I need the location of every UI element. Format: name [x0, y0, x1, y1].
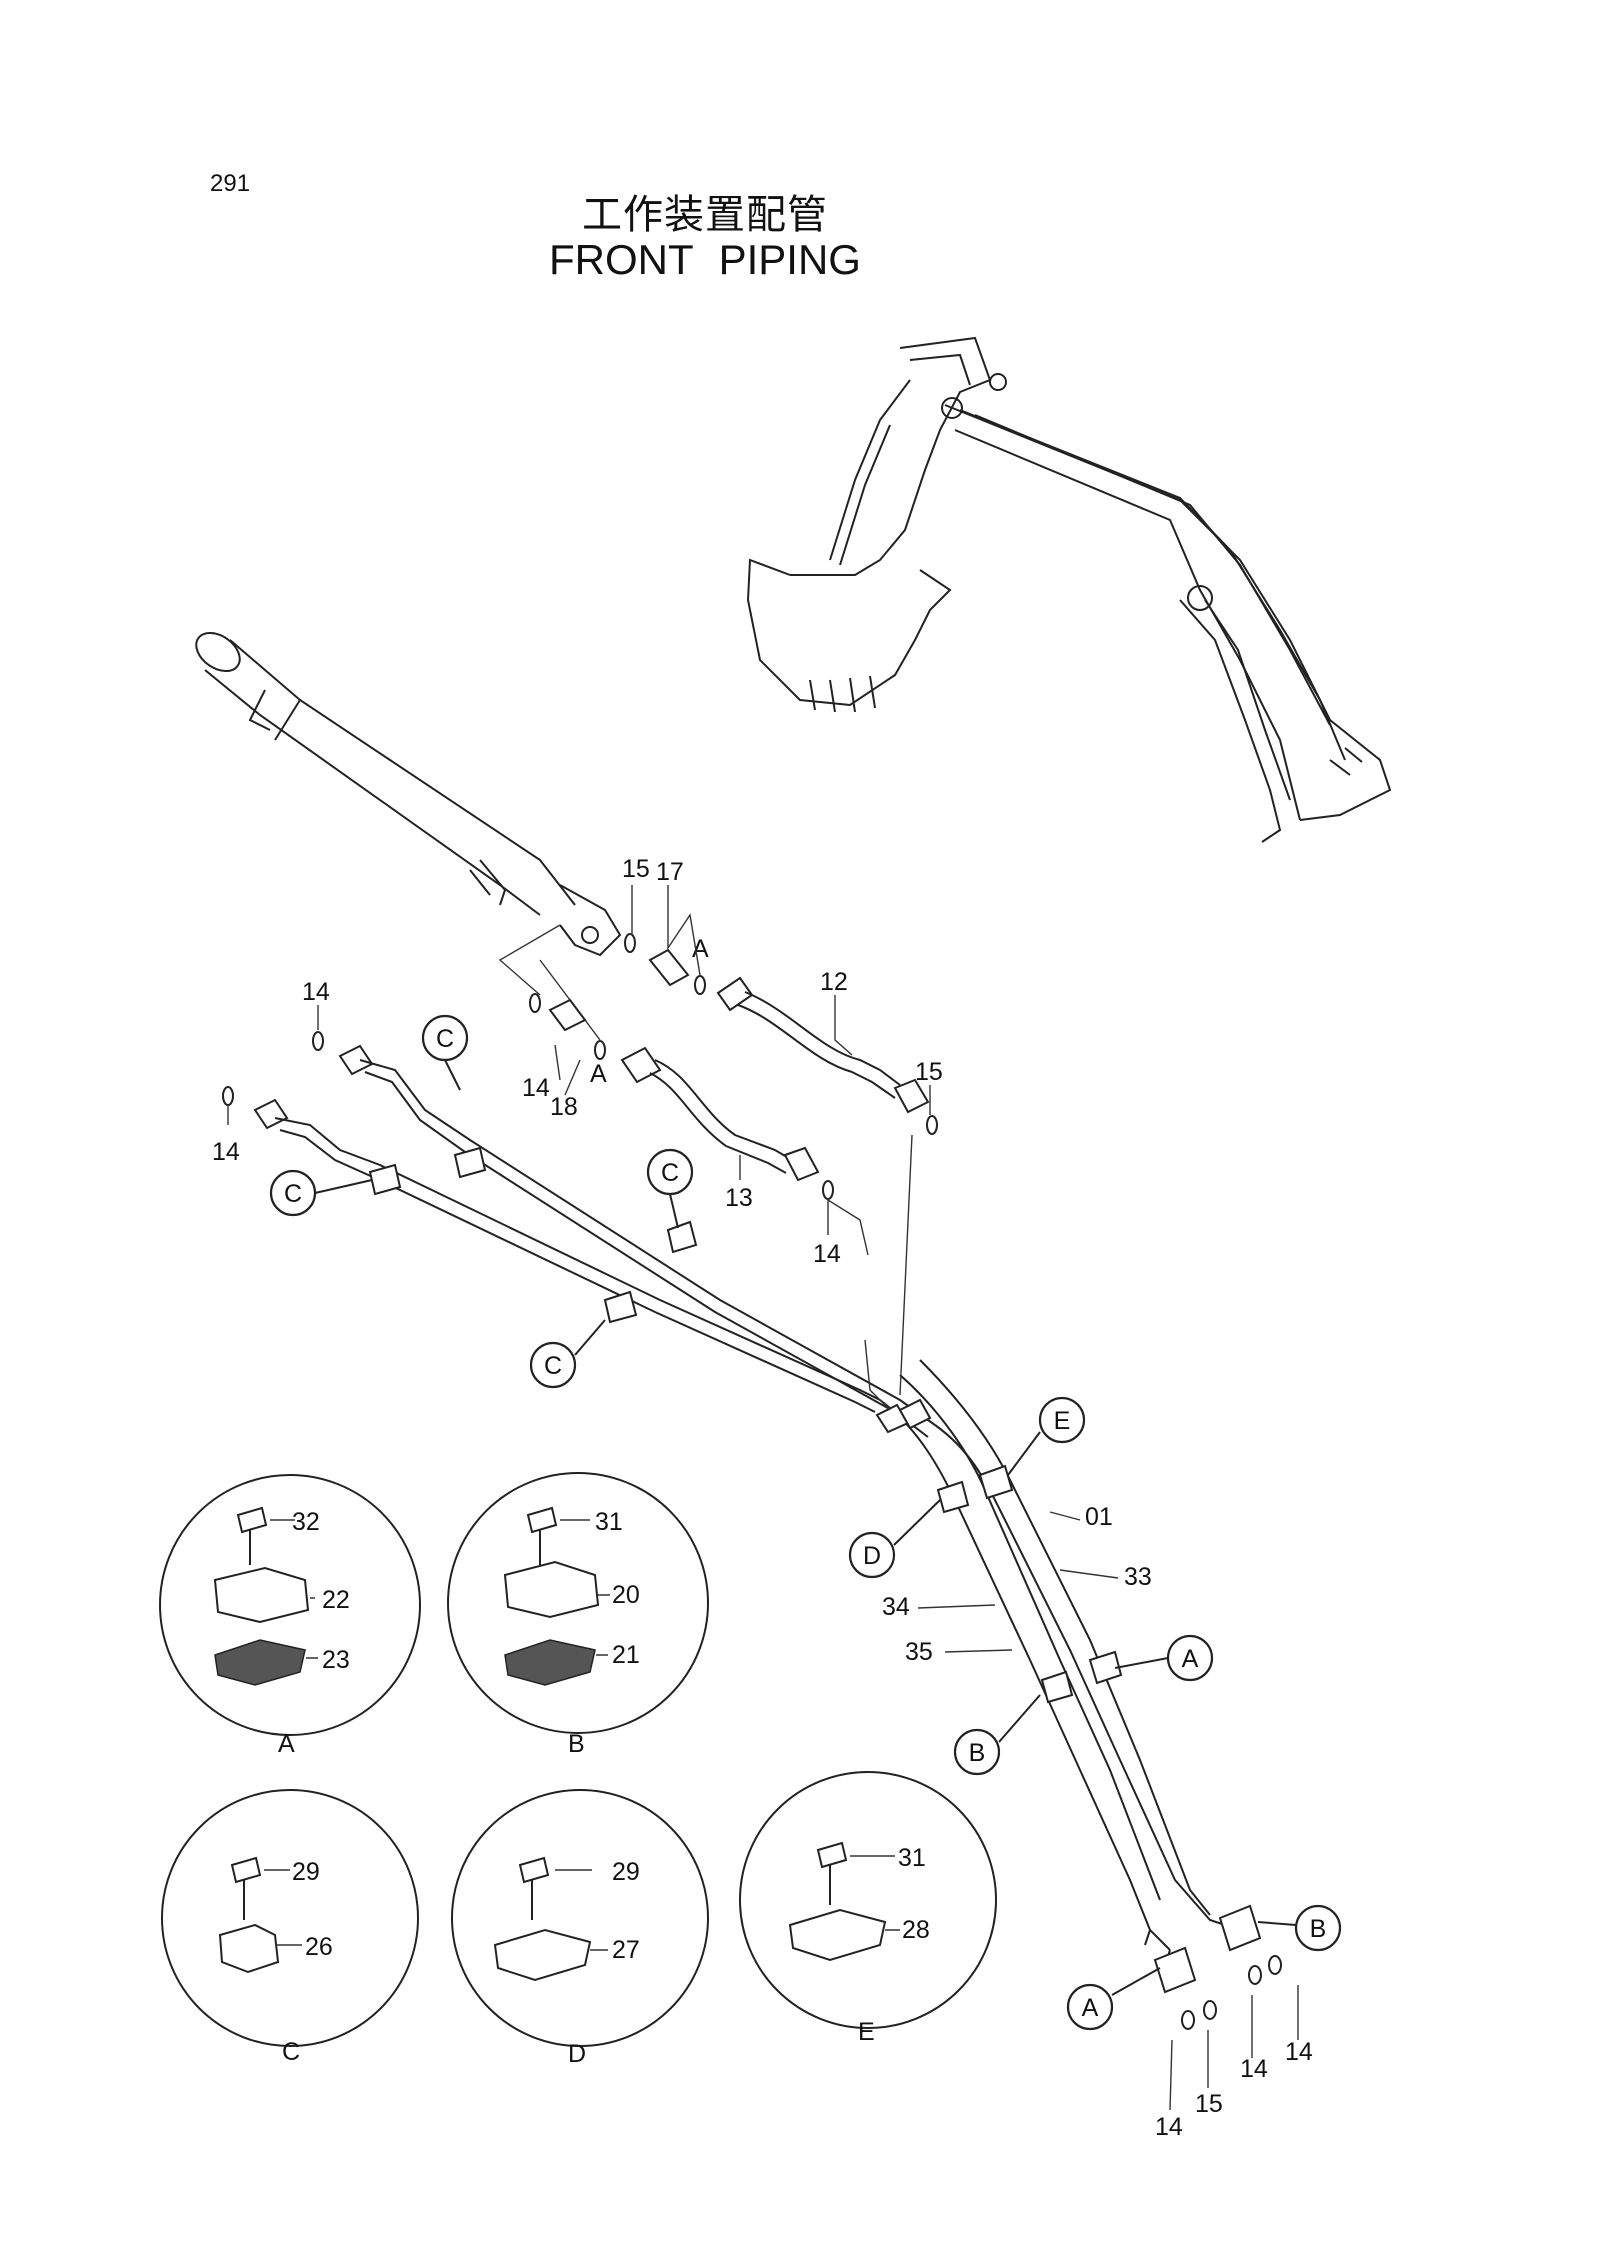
callout-a-1: A: [1166, 1634, 1214, 1682]
detail-e: 31 28 E: [739, 1771, 997, 2046]
title-japanese: 工作装置配管: [582, 192, 828, 238]
detail-b-label: B: [568, 1730, 585, 1758]
svg-text:E: E: [1054, 1407, 1071, 1435]
detail-a-upper: 22: [322, 1586, 350, 1614]
detail-d-clamp: 27: [612, 1936, 640, 1964]
detail-b: 31 20 21 B: [447, 1472, 709, 1758]
part-label-01: 01: [1085, 1503, 1113, 1531]
detail-a: 32 22 23 A: [159, 1474, 421, 1758]
part-label-14: 14: [1285, 2038, 1313, 2066]
detail-e-label: E: [858, 2018, 875, 2046]
svg-text:A: A: [1082, 1994, 1099, 2022]
callout-c-3: C: [646, 1148, 694, 1196]
part-label-17: 17: [656, 858, 684, 886]
excavator-front-illustration: [746, 336, 1392, 843]
part-label-13: 13: [725, 1184, 753, 1212]
callout-pointers: [314, 1059, 1297, 1996]
detail-a-lower: 23: [322, 1646, 350, 1674]
callout-e: E: [1038, 1396, 1086, 1444]
svg-text:A: A: [1182, 1645, 1199, 1673]
leader-lines: [227, 885, 1299, 2111]
part-label-15: 15: [1195, 2090, 1223, 2118]
detail-a-bolt: 32: [292, 1508, 320, 1536]
fittings: [222, 933, 938, 1200]
detail-e-bolt: 31: [898, 1844, 926, 1872]
hose-13: [620, 1046, 820, 1182]
part-label-14: 14: [302, 978, 330, 1006]
callout-b-1: B: [953, 1728, 1001, 1776]
svg-text:B: B: [969, 1739, 986, 1767]
detail-c: 29 26 C: [161, 1789, 419, 2066]
part-label-14: 14: [1155, 2113, 1183, 2141]
callout-c-4: C: [529, 1341, 577, 1389]
detail-a-label: A: [278, 1730, 295, 1758]
callout-d: D: [848, 1531, 896, 1579]
part-label-18: 18: [550, 1093, 578, 1121]
part-label-34: 34: [882, 1593, 910, 1621]
part-label-14: 14: [212, 1138, 240, 1166]
svg-text:D: D: [863, 1542, 881, 1570]
page-number: 291: [210, 170, 251, 197]
pipe-bundle: [253, 1044, 1282, 2030]
callout-b-2: B: [1294, 1904, 1342, 1952]
part-label-14: 14: [522, 1074, 550, 1102]
detail-c-bolt: 29: [292, 1858, 320, 1886]
svg-text:C: C: [544, 1352, 562, 1380]
arm-cylinder: [195, 631, 622, 1041]
detail-c-clamp: 26: [305, 1933, 333, 1961]
part-label-33: 33: [1124, 1563, 1152, 1591]
part-label-14: 14: [1240, 2055, 1268, 2083]
svg-text:C: C: [284, 1180, 302, 1208]
part-label-15: 15: [915, 1058, 943, 1086]
detail-e-clamp: 28: [902, 1916, 930, 1944]
part-label-14: 14: [813, 1240, 841, 1268]
arrow-label-a: A: [590, 1060, 607, 1088]
part-label-35: 35: [905, 1638, 933, 1666]
detail-b-bolt: 31: [595, 1508, 623, 1536]
hose-12: [716, 976, 930, 1114]
detail-d-bolt: 29: [612, 1858, 640, 1886]
callout-c-2: C: [269, 1169, 317, 1217]
svg-text:B: B: [1310, 1915, 1327, 1943]
detail-d-label: D: [568, 2040, 586, 2068]
part-label-15: 15: [622, 855, 650, 883]
svg-text:C: C: [436, 1025, 454, 1053]
detail-d: 29 27 D: [451, 1789, 709, 2068]
title-english: FRONT PIPING: [549, 236, 861, 283]
detail-b-lower: 21: [612, 1641, 640, 1669]
svg-text:C: C: [661, 1159, 679, 1187]
callout-c-1: C: [421, 1014, 469, 1062]
part-labels: 15 17 A 12 15 14 14 14 18 A 13 14 01 33 …: [212, 855, 1313, 2141]
part-label-12: 12: [820, 968, 848, 996]
detail-b-upper: 20: [612, 1581, 640, 1609]
callout-a-2: A: [1066, 1983, 1114, 2031]
detail-c-label: C: [282, 2038, 300, 2066]
